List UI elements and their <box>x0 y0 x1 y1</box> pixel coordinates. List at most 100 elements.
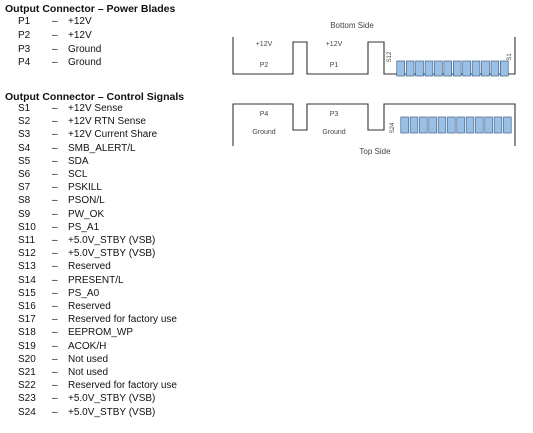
pin-desc: Not used <box>68 353 109 365</box>
top-signal-pin <box>409 116 419 134</box>
bottom-blade-p2-name: P2 <box>260 62 269 69</box>
pin-pin: S6 <box>18 169 31 180</box>
control-signals-heading: Output Connector – Control Signals <box>5 91 185 103</box>
pin-pin: S22 <box>18 380 36 392</box>
pin-desc: +5.0V_STBY (VSB) <box>68 248 156 260</box>
pin-desc: PS_A1 <box>68 221 100 233</box>
pin-dash: – <box>52 43 58 55</box>
pin-desc: PRESENT/L <box>68 274 124 286</box>
pin-pin: S3 <box>18 129 31 141</box>
top-signal-pin <box>400 116 409 134</box>
bottom-signal-last-label: S1 <box>507 53 513 61</box>
bottom-side-label: Bottom Side <box>330 21 374 30</box>
pin-pin: S16 <box>18 301 36 312</box>
pin-dash: – <box>52 353 58 365</box>
pin-pin: P1 <box>18 16 31 27</box>
pin-dash: – <box>52 261 58 273</box>
bottom-blade-p1-name: P1 <box>330 62 339 69</box>
top-signal-pin <box>419 116 428 134</box>
pin-desc: PS_A0 <box>68 287 100 299</box>
top-signal-pin <box>493 116 503 134</box>
pin-desc: Reserved <box>68 301 111 312</box>
pin-desc: +12V <box>68 29 92 41</box>
pin-dash: – <box>52 406 58 418</box>
pin-pin: S21 <box>18 367 36 378</box>
pin-pin: S23 <box>18 393 36 405</box>
bottom-blade-p2-voltage: +12V <box>256 41 273 48</box>
pin-desc: Reserved for factory use <box>68 314 177 326</box>
pin-dash: – <box>52 129 58 141</box>
top-signal-pins <box>400 116 512 134</box>
pin-pin: S9 <box>18 208 31 220</box>
bottom-signal-pin <box>424 60 434 77</box>
pin-dash: – <box>52 314 58 326</box>
pin-desc: EEPROM_WP <box>68 327 134 339</box>
top-blade-p3-name: P3 <box>330 111 339 118</box>
pin-desc: SCL <box>68 169 88 180</box>
bottom-signal-pin <box>471 60 481 77</box>
pin-desc: +12V <box>68 16 92 27</box>
pin-desc: +5.0V_STBY (VSB) <box>68 393 156 405</box>
pin-pin: P2 <box>18 29 31 41</box>
pin-pin: S8 <box>18 195 31 207</box>
pin-pin: P4 <box>18 57 31 69</box>
pin-pin: S12 <box>18 248 36 260</box>
pin-dash: – <box>52 103 58 114</box>
pin-dash: – <box>52 57 58 69</box>
bottom-signal-first-label: S12 <box>387 51 393 62</box>
pin-pin: S2 <box>18 116 31 128</box>
pin-pin: S17 <box>18 314 36 326</box>
pin-desc: PSKILL <box>68 182 102 194</box>
bottom-signal-pin <box>452 60 462 77</box>
pin-dash: – <box>52 221 58 233</box>
top-signal-first-label: S24 <box>390 122 396 133</box>
pin-desc: Ground <box>68 43 102 55</box>
pin-dash: – <box>52 195 58 207</box>
pin-dash: – <box>52 340 58 352</box>
pin-dash: – <box>52 16 58 27</box>
bottom-side-outline <box>232 37 516 75</box>
pin-desc: +12V RTN Sense <box>68 116 146 128</box>
top-signal-pin <box>503 116 512 134</box>
bottom-signal-pin <box>415 60 424 77</box>
pin-pin: S15 <box>18 287 36 299</box>
pin-dash: – <box>52 235 58 246</box>
pin-pin: S1 <box>18 103 31 114</box>
pin-dash: – <box>52 380 58 392</box>
pin-pin: S5 <box>18 155 31 167</box>
pin-dash: – <box>52 274 58 286</box>
pin-desc: ACOK/H <box>68 340 107 352</box>
pin-desc: PW_OK <box>68 208 105 220</box>
pin-pin: S4 <box>18 142 31 154</box>
top-signal-pin <box>484 116 493 134</box>
pin-desc: PSON/L <box>68 195 105 207</box>
pin-desc: +5.0V_STBY (VSB) <box>68 235 156 246</box>
pin-dash: – <box>52 155 58 167</box>
top-signal-pin <box>437 116 447 134</box>
pin-pin: S19 <box>18 340 36 352</box>
top-signal-pin <box>475 116 484 134</box>
pin-desc: +5.0V_STBY (VSB) <box>68 406 156 418</box>
pin-desc: Reserved for factory use <box>68 380 177 392</box>
pin-dash: – <box>52 248 58 260</box>
pin-dash: – <box>52 169 58 180</box>
top-signal-pin <box>447 116 456 134</box>
pin-pin: S10 <box>18 221 36 233</box>
bottom-signal-pin <box>443 60 453 77</box>
pin-pin: S13 <box>18 261 36 273</box>
pin-dash: – <box>52 327 58 339</box>
pin-dash: – <box>52 29 58 41</box>
top-side-label: Top Side <box>359 147 391 156</box>
bottom-signal-pin <box>434 60 443 77</box>
top-blade-p4-name: P4 <box>260 111 269 118</box>
pin-dash: – <box>52 367 58 378</box>
pin-dash: – <box>52 182 58 194</box>
pin-dash: – <box>52 287 58 299</box>
pin-desc: SDA <box>68 155 89 167</box>
bottom-signal-pins <box>396 60 509 77</box>
pin-desc: +12V Sense <box>68 103 123 114</box>
bottom-signal-pin <box>396 60 405 77</box>
bottom-signal-pin <box>500 60 509 77</box>
bottom-signal-pin <box>481 60 490 77</box>
